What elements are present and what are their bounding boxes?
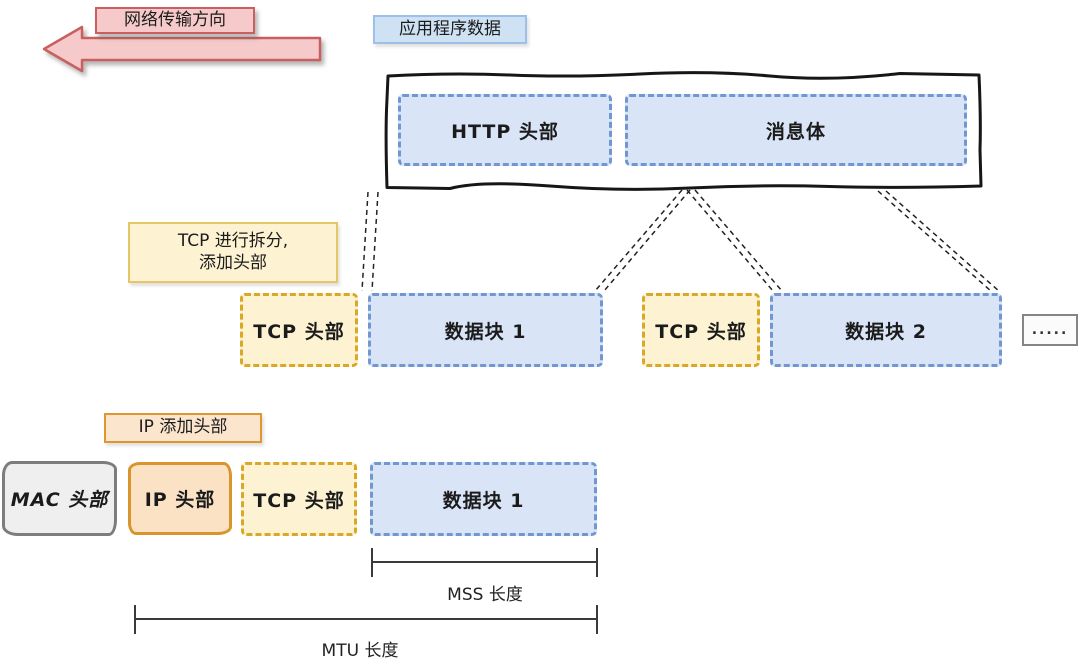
mtu-bracket xyxy=(134,605,598,634)
tcp-header-box-3: TCP 头部 xyxy=(241,462,357,536)
message-body-box: 消息体 xyxy=(625,94,967,166)
mss-length-label: MSS 长度 xyxy=(447,584,523,605)
data-block-box-1: 数据块 1 xyxy=(368,293,603,367)
mss-bracket xyxy=(371,548,598,577)
tcp-step-label-line1: TCP 进行拆分, xyxy=(177,231,289,252)
projection-connectors xyxy=(361,189,1001,293)
ellipsis-box: ..... xyxy=(1022,314,1078,346)
http-header-box: HTTP 头部 xyxy=(398,94,612,166)
tcp-header-box-1: TCP 头部 xyxy=(240,293,358,367)
data-block-box-2: 数据块 2 xyxy=(770,293,1002,367)
app-data-label: 应用程序数据 xyxy=(373,15,527,44)
ip-step-label: IP 添加头部 xyxy=(104,413,262,443)
ip-header-box: IP 头部 xyxy=(128,462,232,535)
mac-header-box: MAC 头部 xyxy=(2,461,117,536)
left-arrow-icon xyxy=(42,25,322,73)
tcp-step-label-line2: 添加头部 xyxy=(199,252,267,273)
direction-label: 网络传输方向 xyxy=(95,7,255,34)
mtu-length-label: MTU 长度 xyxy=(321,640,399,661)
tcp-header-box-2: TCP 头部 xyxy=(642,293,760,367)
data-block-box-3: 数据块 1 xyxy=(370,462,597,536)
tcp-step-label: TCP 进行拆分, 添加头部 xyxy=(128,222,338,283)
